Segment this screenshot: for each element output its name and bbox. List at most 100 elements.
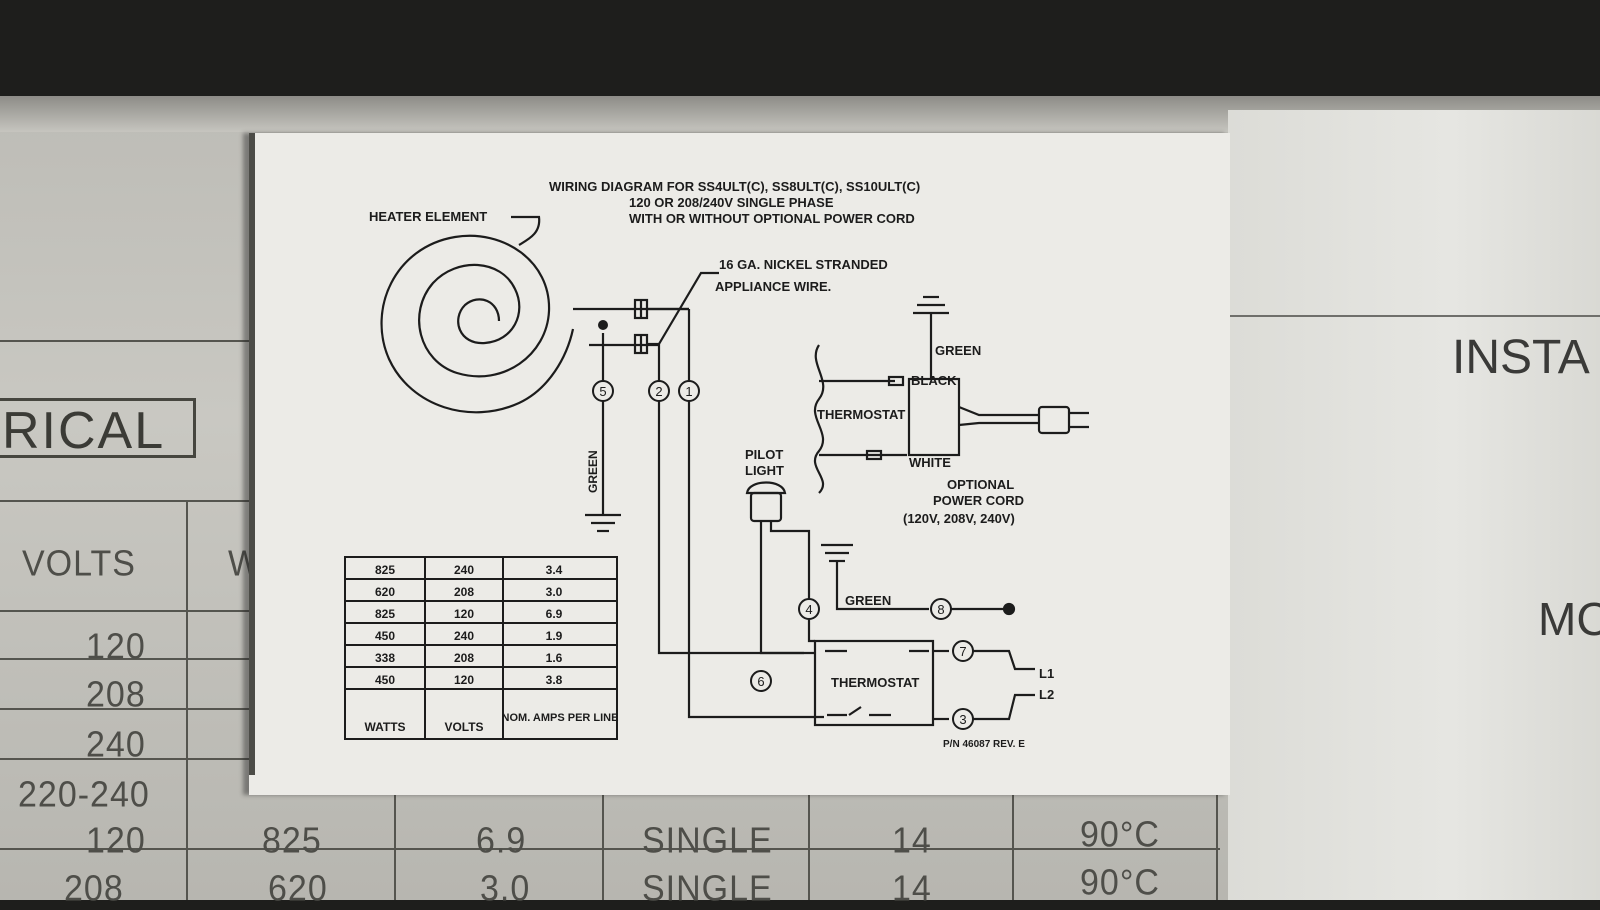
l1-label: L1 (1039, 666, 1054, 681)
amps-cell: 3.0 (480, 869, 531, 909)
table-cell: 620 (375, 585, 395, 599)
adjacent-page (1228, 110, 1600, 900)
volts-cell: 120 (86, 627, 146, 667)
volts-cell: 208 (64, 869, 124, 909)
terminal-6 (750, 670, 772, 692)
table-cell: 450 (375, 629, 395, 643)
ground-wire (835, 561, 929, 611)
pilot-wire (759, 521, 815, 655)
table-header-watts: WATTS (364, 720, 405, 734)
green-label-upper: GREEN (935, 343, 981, 358)
heater-element-icon (380, 234, 575, 414)
watts-cell: 620 (268, 869, 328, 909)
l2-label: L2 (1039, 687, 1054, 702)
wire-label-line2: APPLIANCE WIRE. (715, 279, 831, 294)
pilot-light-label-1: PILOT (745, 447, 783, 462)
terminal-8 (930, 598, 952, 620)
table-header-volts: VOLTS (444, 720, 483, 734)
under-rule (0, 500, 250, 502)
under-rule (0, 340, 250, 342)
table-cell: 825 (375, 607, 395, 621)
under-column-divider (1216, 790, 1218, 900)
phase-cell: SINGLE (642, 869, 773, 909)
volts-header: VOLTS (22, 544, 136, 584)
model-heading: MC (1538, 593, 1600, 645)
page-rule (1228, 315, 1600, 317)
thermostat-label-lower: THERMOSTAT (831, 675, 919, 690)
wire-1 (687, 309, 824, 719)
watts-cell: 825 (262, 821, 322, 861)
under-rule (0, 708, 250, 710)
terminal-4-label: 4 (805, 602, 812, 617)
installation-heading: INSTA (1452, 331, 1590, 384)
wire-label-leader (658, 271, 719, 345)
table-cell: 450 (375, 673, 395, 687)
plug-icon (1037, 405, 1071, 435)
ratings-table (344, 556, 618, 740)
thermostat-label-upper: THERMOSTAT (817, 407, 905, 422)
terminal-5 (592, 380, 614, 402)
under-rule (0, 658, 250, 660)
table-cell: 3.0 (546, 585, 563, 599)
under-column-divider (394, 790, 396, 900)
table-cell: 120 (454, 673, 474, 687)
table-cell: 825 (375, 563, 395, 577)
volts-cell: 240 (86, 725, 146, 765)
phase-cell: SINGLE (642, 821, 773, 861)
gauge-cell: 14 (892, 821, 932, 861)
table-cell: 3.8 (546, 673, 563, 687)
terminal-4 (798, 598, 820, 620)
power-cord-label-2: POWER CORD (933, 493, 1024, 508)
terminal-1-label: 1 (685, 384, 692, 399)
terminal-8-label: 8 (937, 602, 944, 617)
pilot-light-label-2: LIGHT (745, 463, 784, 478)
wire-label-line1: 16 GA. NICKEL STRANDED (719, 257, 888, 272)
table-cell: 3.4 (546, 563, 563, 577)
junction-box (907, 377, 961, 457)
terminal-3-label: 3 (959, 712, 966, 727)
table-cell: 1.6 (546, 651, 563, 665)
gauge-cell: 14 (892, 869, 932, 909)
green-label-lower: GREEN (845, 593, 891, 608)
terminal-7 (952, 640, 974, 662)
volts-cell: 220-240 (18, 775, 150, 815)
terminal-7-label: 7 (959, 644, 966, 659)
heater-label-leader (511, 215, 541, 246)
under-column-divider (1012, 790, 1014, 900)
diagram-title-line2: 120 OR 208/240V SINGLE PHASE (629, 195, 834, 210)
part-number: P/N 46087 REV. E (943, 739, 1025, 750)
under-rule (0, 848, 1220, 850)
volts-cell: 120 (86, 821, 146, 861)
terminal-5-label: 5 (599, 384, 606, 399)
table-cell: 208 (454, 651, 474, 665)
under-column-divider (808, 790, 810, 900)
diagram-title-line1: WIRING DIAGRAM FOR SS4ULT(C), SS8ULT(C),… (549, 179, 920, 194)
black-label: BLACK (911, 373, 957, 388)
table-cell: 240 (454, 563, 474, 577)
terminal-3 (952, 708, 974, 730)
junction-dot (598, 320, 608, 330)
table-cell: 208 (454, 585, 474, 599)
power-cord (958, 405, 1039, 427)
wiring-diagram-card: 5 2 1 4 8 7 6 3 WIRING DIAGRAM FOR SS4UL… (249, 133, 1230, 795)
amps-cell: 6.9 (476, 821, 527, 861)
table-cell: 240 (454, 629, 474, 643)
thermostat-wavy-edge (813, 344, 825, 494)
table-cell: 1.9 (546, 629, 563, 643)
heater-element-label: HEATER ELEMENT (369, 209, 487, 224)
table-cell: 338 (375, 651, 395, 665)
terminal-6-label: 6 (757, 674, 764, 689)
terminal-2-label: 2 (655, 384, 662, 399)
pilot-wire-2 (769, 521, 815, 643)
wire-2 (657, 344, 804, 655)
under-rule (0, 610, 250, 612)
table-cell: 120 (454, 607, 474, 621)
power-cord-label-1: OPTIONAL (947, 477, 1014, 492)
terminal-1 (678, 380, 700, 402)
under-column-divider (602, 790, 604, 900)
temp-cell: 90°C (1080, 815, 1160, 855)
terminal-2 (648, 380, 670, 402)
diagram-title-line3: WITH OR WITHOUT OPTIONAL POWER CORD (629, 211, 915, 226)
section-label: RICAL (0, 398, 196, 460)
card-shadow-edge (249, 133, 255, 775)
